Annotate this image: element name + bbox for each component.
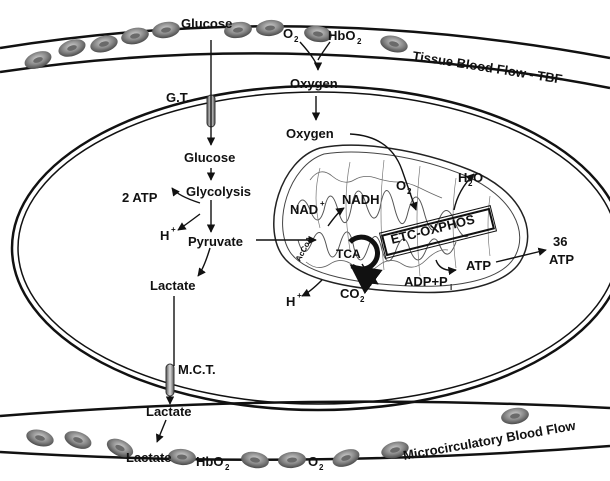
- hbo2-bottom-label: HbO 2: [196, 454, 230, 472]
- lactate-cell-label: Lactate: [150, 278, 196, 293]
- svg-text:H: H: [286, 294, 295, 309]
- svg-text:2: 2: [319, 463, 324, 472]
- svg-text:NAD: NAD: [290, 202, 318, 217]
- svg-text:+: +: [171, 225, 176, 234]
- svg-text:2: 2: [357, 37, 362, 46]
- h-left-label: H +: [160, 225, 176, 243]
- atp36-number: 36: [553, 234, 567, 249]
- rbc-cell: [378, 33, 409, 56]
- rbc-cell: [255, 19, 285, 38]
- rbc-cell: [240, 450, 270, 471]
- oxygen-cell-label: Oxygen: [286, 126, 334, 141]
- svg-text:O: O: [283, 26, 293, 41]
- svg-text:O: O: [473, 170, 483, 185]
- svg-text:2: 2: [407, 187, 412, 196]
- svg-text:CO: CO: [340, 286, 360, 301]
- svg-text:i: i: [450, 283, 452, 292]
- o2-top-label: O 2: [283, 26, 299, 44]
- svg-text:2: 2: [294, 35, 299, 44]
- svg-text:HbO: HbO: [328, 28, 355, 43]
- glucose-cell-label: Glucose: [184, 150, 235, 165]
- rbc-cell: [167, 448, 196, 466]
- rbc-cell: [62, 428, 94, 453]
- svg-text:O: O: [396, 178, 406, 193]
- glycolysis-label: Glycolysis: [186, 184, 251, 199]
- svg-text:H: H: [160, 228, 169, 243]
- atp2-label: 2 ATP: [122, 190, 158, 205]
- nadh-label: NADH: [342, 192, 380, 207]
- rbc-cell: [277, 451, 306, 469]
- o2-bottom-label: O 2: [308, 454, 324, 472]
- tca-label: TCA: [336, 247, 361, 261]
- svg-text:O: O: [308, 454, 318, 469]
- lactate-out-label: Lactate: [146, 404, 192, 419]
- mct-label: M.C.T.: [178, 362, 216, 377]
- lactate-vessel-label: Lactate: [126, 450, 172, 465]
- svg-text:ADP+P: ADP+P: [404, 274, 448, 289]
- hbo2-top-label: HbO 2: [328, 28, 362, 46]
- oxygen-upper-label: Oxygen: [290, 76, 338, 91]
- rbc-cell: [120, 25, 151, 46]
- rbc-cell: [24, 427, 55, 450]
- tissue-blood-flow-label: Tissue Blood Flow - TBF: [412, 48, 564, 87]
- rbc-cell: [151, 20, 181, 41]
- svg-text:H: H: [458, 170, 467, 185]
- atp-mito-label: ATP: [466, 258, 491, 273]
- pyruvate-label: Pyruvate: [188, 234, 243, 249]
- rbc-cell: [330, 446, 362, 471]
- glucose-vessel-label: Glucose: [181, 16, 232, 31]
- svg-text:+: +: [297, 291, 302, 300]
- svg-text:2: 2: [225, 463, 230, 472]
- rbc-cell: [500, 406, 530, 427]
- svg-text:+: +: [320, 199, 325, 208]
- gt-label: G.T.: [166, 90, 190, 105]
- mct-channel: [166, 364, 174, 396]
- h-right-label: H +: [286, 291, 302, 309]
- atp36-label: ATP: [549, 252, 574, 267]
- svg-text:HbO: HbO: [196, 454, 223, 469]
- svg-text:2: 2: [360, 295, 365, 304]
- microcirculatory-blood-flow-label: Microcirculatory Blood Flow: [402, 418, 578, 463]
